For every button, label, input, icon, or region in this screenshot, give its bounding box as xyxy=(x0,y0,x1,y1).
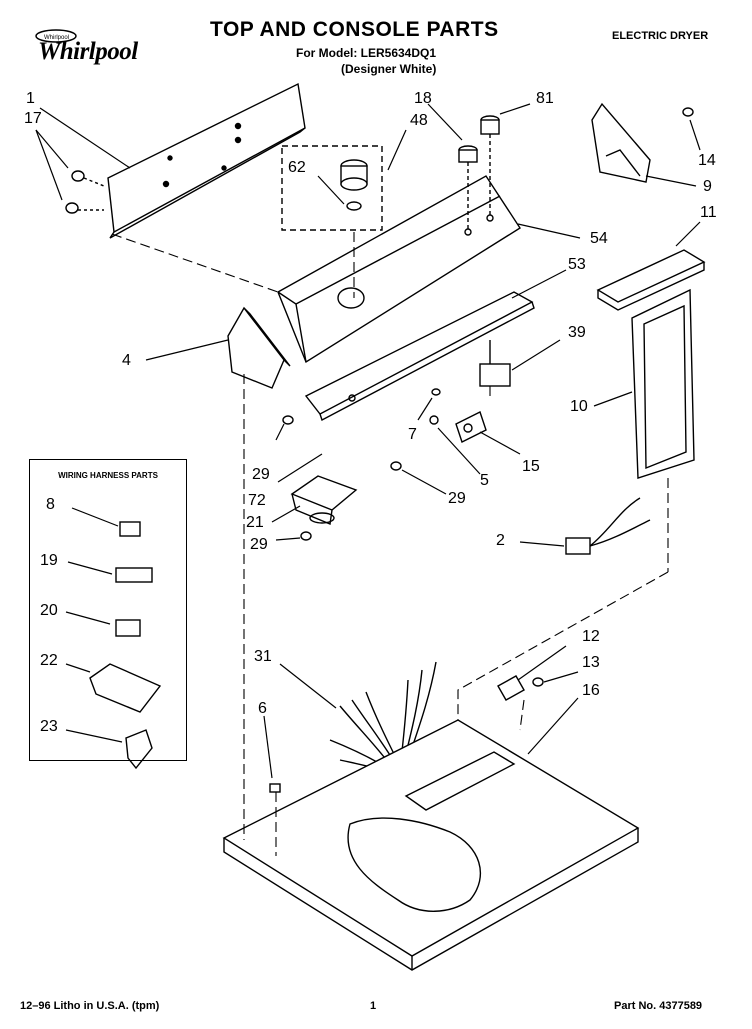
footer-part-number: Part No. 4377589 xyxy=(614,1000,703,1012)
callout-53: 53 xyxy=(568,256,586,273)
callout-4: 4 xyxy=(122,352,131,369)
part-8-connector xyxy=(119,521,141,537)
part-29-screw-a xyxy=(282,415,294,425)
brand-logo: Whirlpool xyxy=(30,26,158,70)
part-7-clip xyxy=(431,388,441,396)
wiring-harness-title: WIRING HARNESS PARTS xyxy=(58,471,158,480)
model-line: For Model: LER5634DQ1 xyxy=(296,46,437,60)
harness-inset-parts xyxy=(65,507,162,770)
part-53-control-bracket xyxy=(304,291,535,422)
part-18-knob xyxy=(458,145,478,163)
callout-18: 18 xyxy=(414,90,432,107)
part-1-rear-bracket xyxy=(107,82,306,239)
callout-19: 19 xyxy=(40,552,58,569)
part-9-end-bracket xyxy=(591,102,651,183)
callout-23: 23 xyxy=(40,718,58,735)
callout-6: 6 xyxy=(258,700,267,717)
callout-48: 48 xyxy=(410,112,428,129)
part-19-connector xyxy=(115,567,153,583)
callout-54: 54 xyxy=(590,230,608,247)
callout-7: 7 xyxy=(408,426,417,443)
callout-11: 11 xyxy=(700,204,717,221)
callout-leaders xyxy=(35,103,701,779)
callout-62: 62 xyxy=(288,159,306,176)
callout-29-b: 29 xyxy=(448,490,466,507)
part-16-dryer-top xyxy=(222,719,640,971)
part-14-screw xyxy=(682,107,694,117)
callout-17: 17 xyxy=(24,110,42,127)
callout-29-c: 29 xyxy=(250,536,268,553)
part-2-wire-connector xyxy=(565,497,651,555)
logo-swoosh-icon: Whirlpool xyxy=(35,29,77,43)
callout-9: 9 xyxy=(703,178,712,195)
part-39-switch xyxy=(479,340,511,387)
callout-22: 22 xyxy=(40,652,58,669)
callout-2: 2 xyxy=(496,532,505,549)
callout-1: 1 xyxy=(26,90,35,107)
part-6-clip xyxy=(269,783,281,793)
part-48-knob-box xyxy=(281,145,383,231)
callout-72: 72 xyxy=(248,492,266,509)
wiring-harness-inset xyxy=(29,459,187,761)
part-54-console-panel xyxy=(277,175,521,364)
part-29-screw-c xyxy=(300,531,312,541)
callout-31: 31 xyxy=(254,648,272,665)
part-21-timer xyxy=(290,475,358,525)
callout-5: 5 xyxy=(480,472,489,489)
part-15-switch xyxy=(455,411,487,443)
footer-litho: 12–96 Litho in U.S.A. (tpm) xyxy=(20,1000,160,1012)
part-22-connector xyxy=(89,663,162,713)
callout-12: 12 xyxy=(582,628,600,645)
part-12-bracket xyxy=(497,675,525,701)
callout-16: 16 xyxy=(582,682,600,699)
part-10-lint-duct xyxy=(631,288,695,479)
part-23-connector xyxy=(125,729,153,770)
callout-10: 10 xyxy=(570,398,588,415)
page-title: TOP AND CONSOLE PARTS xyxy=(210,18,499,41)
callout-21: 21 xyxy=(246,514,264,531)
footer-page-number: 1 xyxy=(370,1000,377,1012)
part-4-end-cap xyxy=(227,306,291,389)
finish-line: (Designer White) xyxy=(341,62,437,76)
product-type-label: ELECTRIC DRYER xyxy=(612,30,709,42)
callout-8: 8 xyxy=(46,496,55,513)
callout-14: 14 xyxy=(698,152,716,169)
part-20-connector xyxy=(115,619,141,637)
part-13-screw xyxy=(532,677,544,687)
callout-29-a: 29 xyxy=(252,466,270,483)
callout-20: 20 xyxy=(40,602,58,619)
callout-13: 13 xyxy=(582,654,600,671)
part-29-screw-b xyxy=(390,461,402,471)
part-48-timer-knob xyxy=(340,159,368,211)
svg-text:Whirlpool: Whirlpool xyxy=(44,35,69,41)
part-81-knob xyxy=(480,115,500,135)
brand-wordmark: Whirlpool xyxy=(38,38,138,65)
callout-15: 15 xyxy=(522,458,540,475)
assembly-guide-lines xyxy=(111,232,669,856)
callout-39: 39 xyxy=(568,324,586,341)
part-17-screws xyxy=(65,170,105,214)
part-5-screw xyxy=(429,415,439,425)
callout-81: 81 xyxy=(536,90,554,107)
